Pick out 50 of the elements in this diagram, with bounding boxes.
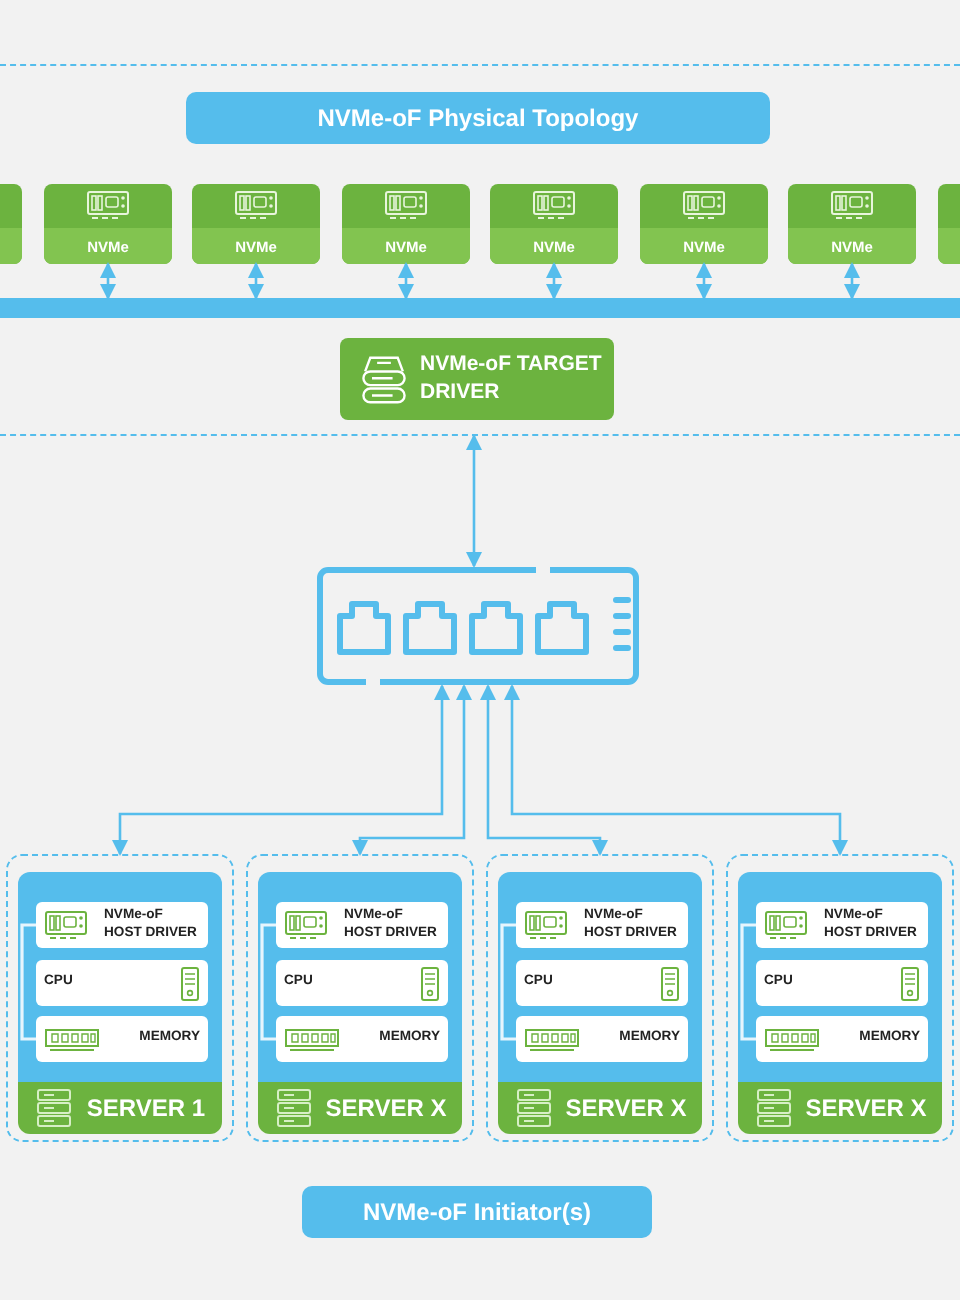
nvme-card [640, 184, 768, 264]
connector-line [260, 923, 276, 1041]
component-row [276, 1016, 448, 1062]
nvme-card [342, 184, 470, 264]
title-banner: NVMe-oF Physical Topology [186, 92, 770, 144]
component-row [516, 902, 688, 948]
component-row [36, 902, 208, 948]
server-outline [246, 854, 474, 1142]
component-row [756, 1016, 928, 1062]
arrow [844, 262, 860, 300]
target-area-outline [0, 64, 960, 436]
connector-line [740, 923, 756, 1041]
arrow [112, 684, 450, 856]
network-switch-drawing [316, 566, 640, 686]
storage-bus [0, 298, 960, 318]
connector-line [20, 923, 36, 1041]
component-row [516, 1016, 688, 1062]
component-row [276, 902, 448, 948]
target-driver-box [340, 338, 614, 420]
nvme-card [788, 184, 916, 264]
component-row [36, 960, 208, 1006]
component-row [36, 1016, 208, 1062]
nvme-card [192, 184, 320, 264]
nvme-card [490, 184, 618, 264]
title-banner: NVMe-oF Initiator(s) [302, 1186, 652, 1238]
server-label: SERVER X [805, 1094, 927, 1122]
nvme-card [938, 184, 960, 264]
server-label: SERVER 1 [86, 1094, 206, 1122]
connector-line [500, 923, 516, 1041]
server-outline [726, 854, 954, 1142]
arrow [466, 434, 482, 568]
arrow [504, 684, 848, 856]
component-row [276, 960, 448, 1006]
arrow [100, 262, 116, 300]
component-row [516, 960, 688, 1006]
server-outline [486, 854, 714, 1142]
component-row [756, 902, 928, 948]
arrow [352, 684, 472, 856]
component-row [756, 960, 928, 1006]
nvme-card [0, 184, 22, 264]
driver-label: NVMe-oF TARGET DRIVER [420, 352, 604, 406]
server-label: SERVER X [565, 1094, 687, 1122]
arrow [248, 262, 264, 300]
arrow [696, 262, 712, 300]
arrow [546, 262, 562, 300]
server-outline [6, 854, 234, 1142]
arrow [398, 262, 414, 300]
server-label: SERVER X [325, 1094, 447, 1122]
arrow [480, 684, 608, 856]
nvme-card [44, 184, 172, 264]
